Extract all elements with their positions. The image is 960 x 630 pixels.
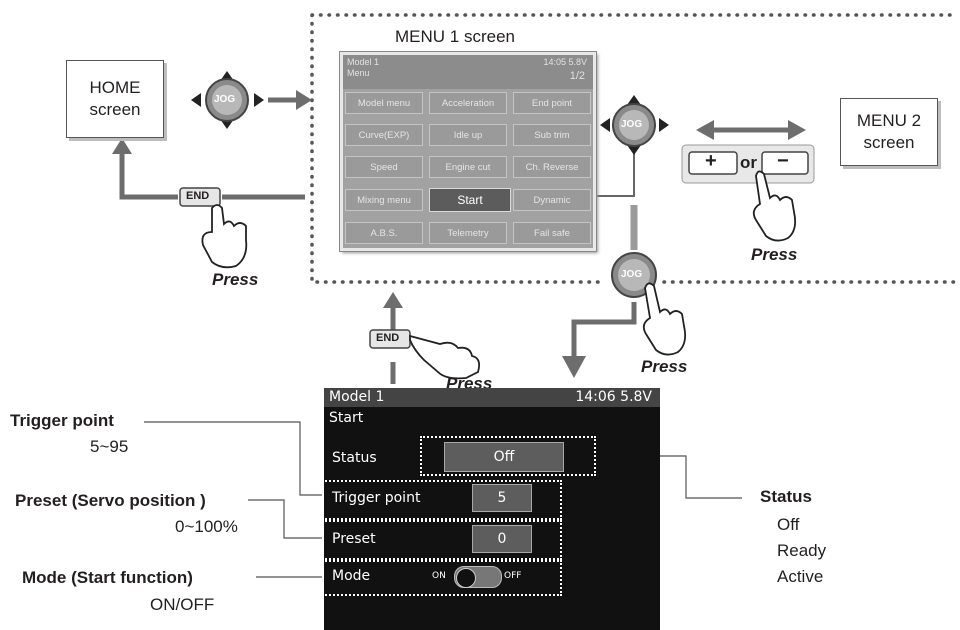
jog-button-icon-2 xyxy=(600,95,669,155)
menu1-cell: Engine cut xyxy=(429,156,507,178)
mode-annotation-title: Mode (Start function) xyxy=(22,568,193,587)
or-label: or xyxy=(740,153,757,172)
end-label-1: END xyxy=(186,190,210,202)
minus-label: − xyxy=(777,150,789,172)
preset-annotation-title: Preset (Servo position ) xyxy=(15,491,206,510)
trigger-annotation-range: 5~95 xyxy=(90,437,129,456)
preset-value[interactable]: 0 xyxy=(472,525,532,553)
menu1-cell: Fail safe xyxy=(513,222,591,244)
preset-label: Preset xyxy=(332,531,376,547)
trigger-highlight xyxy=(322,480,562,520)
preset-annotation-range: 0~100% xyxy=(175,517,238,536)
menu1-time: 14:05 5.8V xyxy=(543,57,587,67)
menu1-cell: Mixing menu xyxy=(345,189,423,211)
status-annotation-value: Ready xyxy=(777,541,827,560)
status-annotation-value: Off xyxy=(777,515,800,534)
trigger-annotation-title: Trigger point xyxy=(10,411,114,430)
hand-icon-3 xyxy=(642,282,687,356)
status-highlight xyxy=(420,436,596,476)
menu2-screen-box: MENU 2 screen xyxy=(840,98,938,166)
jog-label-3: JOG xyxy=(621,269,643,280)
trigger-value[interactable]: 5 xyxy=(472,484,532,512)
menu1-cell: Ch. Reverse xyxy=(513,156,591,178)
menu1-cell: Telemetry xyxy=(429,222,507,244)
menu1-start-cell[interactable]: Start xyxy=(429,188,511,212)
start-title: Start xyxy=(329,410,364,426)
trigger-label: Trigger point xyxy=(332,490,421,506)
press-label-3: Press xyxy=(641,357,688,376)
jog-label-2: JOG xyxy=(621,119,643,130)
toggle-on-label: ON xyxy=(432,571,446,581)
menu1-page: 1/2 xyxy=(569,70,585,82)
menu1-cell: A.B.S. xyxy=(345,222,423,244)
press-label-1: Press xyxy=(212,270,259,289)
hand-icon-2 xyxy=(409,334,481,380)
status-annotation-value: Active xyxy=(777,567,824,586)
mode-annotation-range: ON/OFF xyxy=(150,595,215,614)
hand-icon-4 xyxy=(752,170,797,242)
jog-button-icon-1 xyxy=(191,71,264,129)
menu1-menu-label: Menu xyxy=(347,68,370,78)
start-time: 14:06 5.8V xyxy=(575,389,652,405)
menu1-cell: Idle up xyxy=(429,124,507,146)
start-screen-header xyxy=(324,388,660,407)
status-annotation-title: Status xyxy=(760,487,812,506)
status-value[interactable]: Off xyxy=(444,442,564,472)
end-label-2: END xyxy=(376,332,400,344)
preset-highlight xyxy=(322,520,562,560)
menu1-screenshot: Model 1 Menu 14:05 5.8V 1/2 Model menu A… xyxy=(339,51,597,252)
press-label-4: Press xyxy=(751,245,798,264)
end-key-icon-1 xyxy=(179,187,221,207)
menu1-cell: End point xyxy=(513,92,591,114)
start-screen: Model 1 14:06 5.8V Start Status Off Trig… xyxy=(322,388,660,630)
mode-label: Mode xyxy=(332,568,371,584)
menu1-cell: Speed xyxy=(345,156,423,178)
home-screen-box: HOME screen xyxy=(66,60,164,138)
arrow-to-start-screen xyxy=(571,302,637,360)
toggle-off-label: OFF xyxy=(504,571,522,581)
jog-label-1: JOG xyxy=(214,94,236,105)
start-model: Model 1 xyxy=(329,389,385,405)
status-label: Status xyxy=(332,450,377,466)
menu1-cell: Acceleration xyxy=(429,92,507,114)
menu1-title: MENU 1 screen xyxy=(395,27,515,46)
menu-dotted-boundary xyxy=(310,13,960,284)
arrow-to-home xyxy=(119,152,305,200)
mode-highlight xyxy=(322,560,562,596)
menu1-model: Model 1 xyxy=(347,57,380,67)
menu1-cell: Model menu xyxy=(345,92,423,114)
mode-toggle[interactable] xyxy=(454,566,502,588)
menu1-cell: Curve(EXP) xyxy=(345,124,423,146)
plus-label: + xyxy=(705,150,717,172)
menu1-cell: Sub trim xyxy=(513,124,591,146)
menu1-cell: Dynamic xyxy=(513,189,591,211)
hand-icon-1 xyxy=(201,204,248,269)
